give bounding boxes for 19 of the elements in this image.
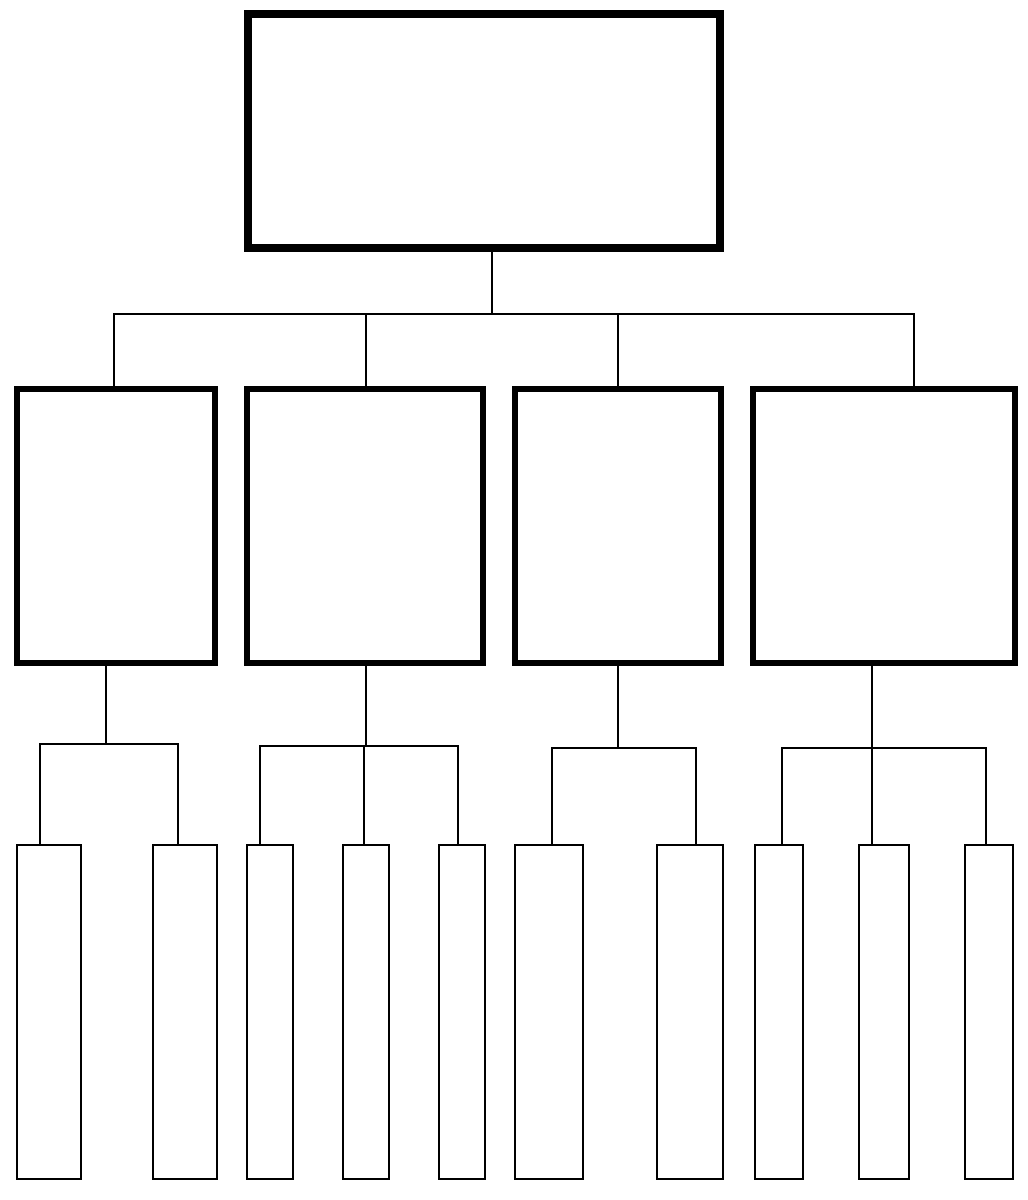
empty-box [14,386,218,666]
empty-box [964,844,1014,1180]
empty-box [754,844,804,1180]
empty-box [438,844,486,1180]
empty-box [656,844,724,1180]
connector-line [617,665,697,845]
connector-line [491,251,915,387]
empty-box [342,844,390,1180]
connector-line [365,665,459,845]
connector-line [105,665,179,845]
empty-box [512,386,724,666]
empty-box [244,10,724,252]
empty-box [152,844,218,1180]
empty-box [16,844,82,1180]
empty-box [244,386,486,666]
empty-box [750,386,1018,666]
empty-box [514,844,584,1180]
empty-box [246,844,294,1180]
empty-box [858,844,910,1180]
